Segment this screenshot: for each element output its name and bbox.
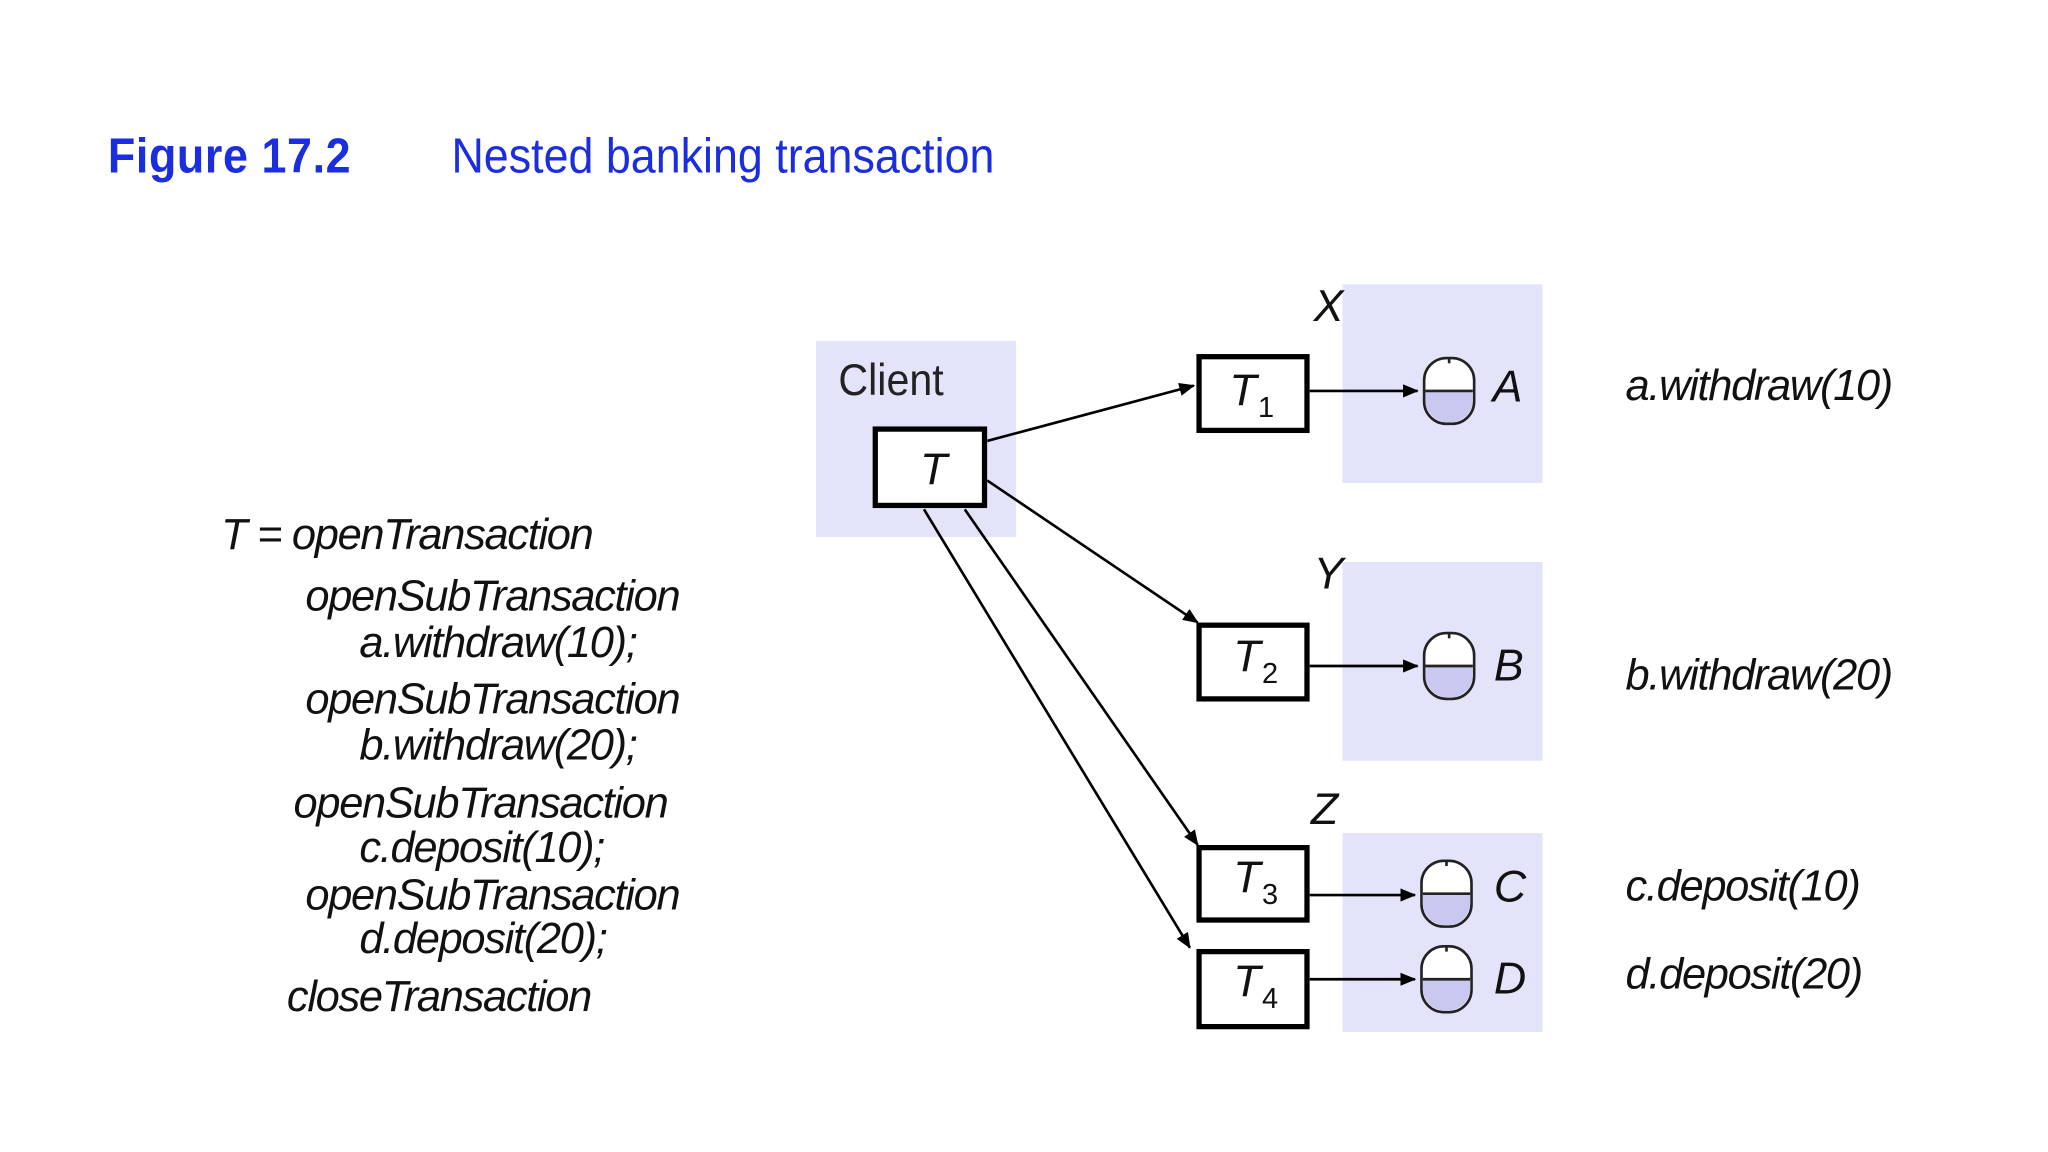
code-line-open-sub-1: openSubTransaction — [305, 571, 680, 620]
code-line-b-withdraw: b.withdraw(20); — [359, 719, 637, 769]
arrow-t-to-t2 — [986, 479, 1199, 624]
figure-number: Figure 17.2 — [107, 128, 352, 183]
server-z-label: Z — [1310, 784, 1339, 835]
subtransaction-t3-box — [1196, 845, 1310, 923]
operation-a: a.withdraw(10) — [1625, 360, 1894, 410]
code-line-open-sub-3: openSubTransaction — [293, 777, 669, 827]
operation-d: d.deposit(20) — [1625, 948, 1864, 998]
subtransaction-t2-box — [1196, 622, 1310, 702]
figure-title: Nested banking transaction — [451, 128, 995, 183]
arrow-t-to-t4 — [922, 508, 1191, 949]
client-transaction-box — [872, 426, 988, 509]
object-d-label: D — [1493, 954, 1527, 1005]
code-line-c-deposit: c.deposit(10); — [359, 822, 605, 872]
operation-c: c.deposit(10) — [1625, 860, 1861, 910]
code-line-open-sub-4: openSubTransaction — [305, 870, 680, 919]
subtransaction-t1-box — [1196, 354, 1310, 434]
code-line-d-deposit: d.deposit(20); — [359, 913, 607, 963]
code-line-open-sub-2: openSubTransaction — [305, 673, 680, 723]
arrow-t-to-t3 — [963, 508, 1199, 847]
subtransaction-t3-label: T3 — [1233, 852, 1279, 911]
code-line-a-withdraw: a.withdraw(10); — [359, 617, 637, 666]
server-x-label: X — [1313, 281, 1344, 332]
subtransaction-t4-box — [1196, 948, 1310, 1030]
operation-b: b.withdraw(20) — [1625, 650, 1894, 699]
code-line-close-transaction: closeTransaction — [286, 971, 592, 1021]
subtransaction-t2-label: T2 — [1233, 631, 1279, 690]
arrow-t-to-t1 — [986, 383, 1196, 443]
object-d-shape — [1420, 945, 1473, 1014]
code-line-open-transaction: T = openTransaction — [221, 509, 594, 559]
object-a-label: A — [1492, 361, 1523, 412]
object-a-shape — [1422, 356, 1476, 426]
server-y-label: Y — [1313, 548, 1344, 599]
object-b-shape — [1422, 631, 1476, 701]
client-transaction-label: T — [920, 444, 948, 495]
object-b-label: B — [1493, 640, 1524, 692]
subtransaction-t4-label: T4 — [1233, 956, 1279, 1015]
subtransaction-t1-label: T1 — [1229, 365, 1275, 424]
object-c-label: C — [1493, 862, 1527, 913]
object-c-shape — [1420, 859, 1473, 928]
client-label: Client — [838, 355, 944, 406]
